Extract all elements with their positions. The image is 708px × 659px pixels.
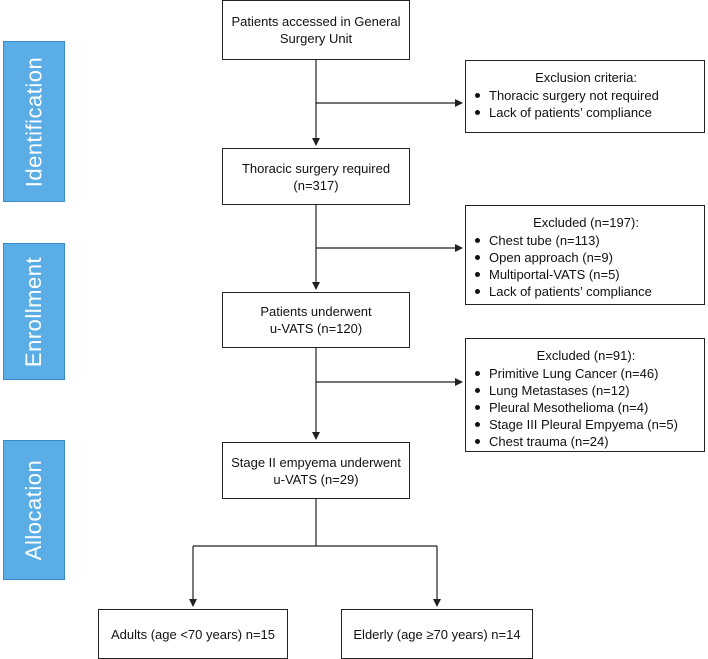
box-excluded-197: Excluded (n=197): Chest tube (n=113) Ope… [465, 205, 705, 305]
exclusion-list: Thoracic surgery not required Lack of pa… [474, 87, 698, 121]
box-excluded-91: Excluded (n=91): Primitive Lung Cancer (… [465, 338, 705, 452]
box-stage-ii-empyema: Stage II empyema underwent u-VATS (n=29) [222, 442, 410, 499]
side-title: Excluded (n=91): [536, 348, 636, 363]
stage-label: Allocation [21, 459, 47, 561]
list-item: Primitive Lung Cancer (n=46) [474, 365, 698, 382]
box-text: Patients accessed in General [231, 14, 401, 29]
box-text: Stage II empyema underwent [231, 454, 401, 470]
exclusion-list: Chest tube (n=113) Open approach (n=9) M… [474, 232, 698, 300]
list-item: Chest trauma (n=24) [474, 433, 698, 450]
stage-allocation: Allocation [3, 440, 65, 580]
box-thoracic-surgery: Thoracic surgery required (n=317) [222, 148, 410, 205]
box-patients-accessed: Patients accessed in General Surgery Uni… [222, 0, 410, 60]
list-item: Stage III Pleural Empyema (n=5) [474, 416, 698, 433]
box-text: Surgery Unit [279, 31, 353, 46]
box-adults: Adults (age <70 years) n=15 [98, 609, 288, 659]
list-item: Lack of patients’ compliance [474, 283, 698, 300]
box-elderly: Elderly (age ≥70 years) n=14 [341, 609, 533, 659]
box-uvats: Patients underwent u-VATS (n=120) [222, 292, 410, 348]
list-item: Pleural Mesothelioma (n=4) [474, 399, 698, 416]
stage-enrollment: Enrollment [3, 243, 65, 380]
box-text: Elderly (age ≥70 years) n=14 [353, 626, 521, 642]
exclusion-list: Primitive Lung Cancer (n=46) Lung Metast… [474, 365, 698, 450]
list-item: Open approach (n=9) [474, 249, 698, 266]
list-item: Lung Metastases (n=12) [474, 382, 698, 399]
list-item: Thoracic surgery not required [474, 87, 698, 104]
box-text: Patients underwent [260, 304, 372, 319]
box-text: Adults (age <70 years) n=15 [110, 626, 276, 642]
list-item: Lack of patients’ compliance [474, 104, 698, 121]
stage-identification: Identification [3, 41, 65, 202]
side-title: Excluded (n=197): [533, 215, 639, 230]
list-item: Chest tube (n=113) [474, 232, 698, 249]
list-item: Multiportal-VATS (n=5) [474, 266, 698, 283]
box-text: u-VATS (n=29) [273, 471, 359, 487]
stage-label: Enrollment [21, 256, 46, 367]
box-text: (n=317) [293, 177, 339, 193]
box-text: u-VATS (n=120) [269, 321, 363, 336]
stage-label: Identification [21, 56, 46, 187]
side-title: Exclusion criteria: [535, 70, 637, 85]
box-exclusion-criteria: Exclusion criteria: Thoracic surgery not… [465, 60, 705, 133]
box-text: Thoracic surgery required [241, 160, 391, 176]
